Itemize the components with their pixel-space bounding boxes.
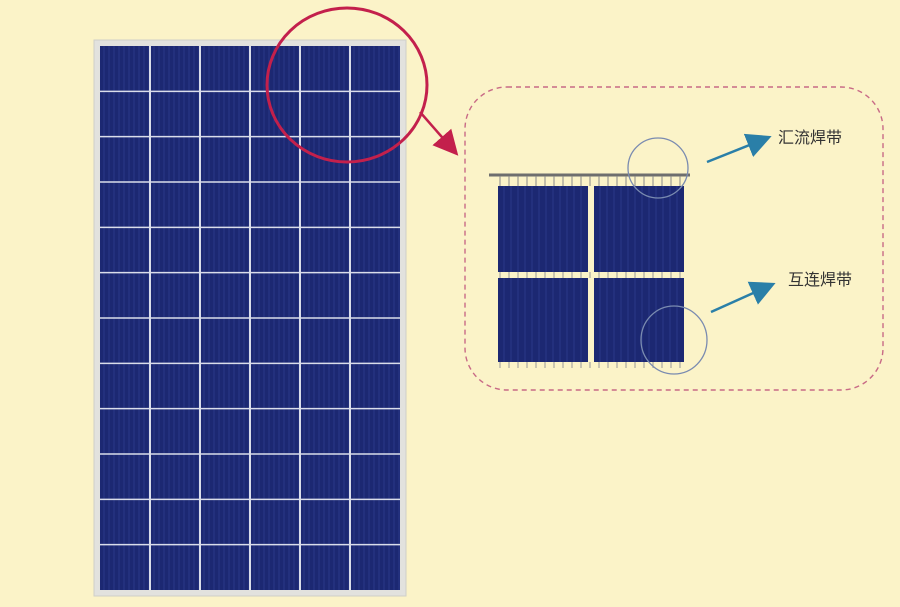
- highlight-arrow: [419, 111, 459, 156]
- zoom-cell: [498, 186, 588, 272]
- callout-box: [464, 86, 884, 391]
- bus-ribbon-label: 汇流焊带: [778, 128, 843, 147]
- interconnect-zoom-circle: [640, 305, 708, 375]
- highlight-circle: [265, 6, 429, 164]
- bus-ribbon-zoom-circle: [627, 137, 689, 199]
- zoom-cell: [594, 186, 684, 272]
- zoomed-cells: [498, 186, 684, 362]
- interconnect-ribbon-arrow: [710, 281, 776, 314]
- zoom-cell: [498, 278, 588, 362]
- cell-grid-lines: [100, 46, 400, 590]
- ribbon-ticks: [499, 176, 681, 368]
- bus-ribbon-arrow: [706, 133, 772, 164]
- zoom-cell-fingers: [503, 186, 678, 362]
- solar-panel: [93, 39, 407, 597]
- interconnect-ribbon-label: 互连焊带: [788, 270, 853, 289]
- zoom-cell: [594, 278, 684, 362]
